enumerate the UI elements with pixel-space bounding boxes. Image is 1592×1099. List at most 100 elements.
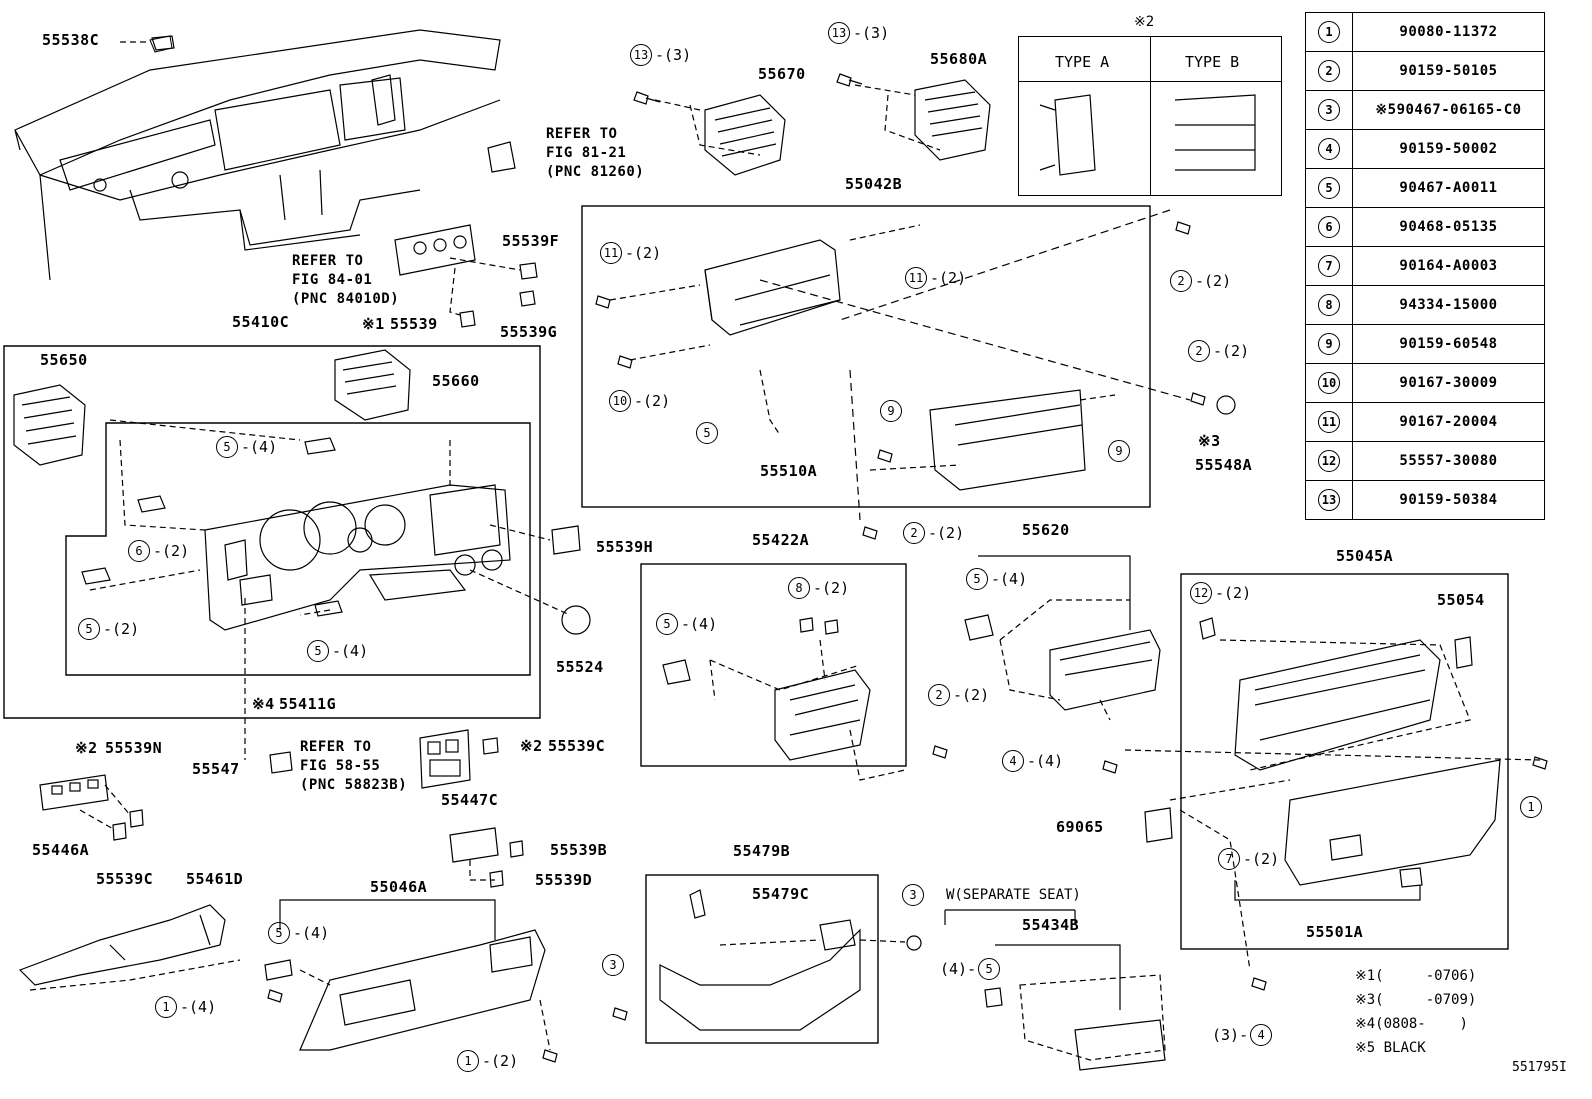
circled-number-icon: 2 [928, 684, 950, 706]
footnote-5: ※5 BLACK [1355, 1040, 1426, 1056]
callout-quantity: -(2) [1213, 342, 1250, 360]
legend-ref-number: 5 [1305, 168, 1353, 208]
part-label-55539h: 55539H [596, 538, 654, 556]
circled-number-icon: 3 [1318, 99, 1340, 121]
part-label-55054: 55054 [1437, 591, 1485, 609]
part-label-55539b: 55539B [550, 841, 608, 859]
part-label-55510a: 55510A [760, 462, 818, 480]
legend-part-number: 94334-15000 [1352, 285, 1545, 325]
circled-number-icon: 5 [696, 422, 718, 444]
fastener-callout: 12-(2) [1190, 580, 1251, 606]
callout-quantity: -(2) [625, 244, 662, 262]
circled-number-icon: 10 [1318, 372, 1340, 394]
fastener-callout: 5 [696, 420, 718, 446]
circled-number-icon: 13 [1318, 489, 1340, 511]
fastener-callout: 9 [880, 398, 902, 424]
fastener-callout: 2-(2) [928, 682, 989, 708]
part-label-55650: 55650 [40, 351, 88, 369]
fastener-callout: 13-(3) [630, 42, 691, 68]
callout-quantity: -(2) [930, 269, 967, 287]
callout-quantity: -(2) [482, 1052, 519, 1070]
fastener-callout: 5-(4) [216, 434, 277, 460]
circled-number-icon: 11 [905, 267, 927, 289]
part-label-55422a: 55422A [752, 531, 810, 549]
circled-number-icon: 6 [128, 540, 150, 562]
type-header-row [1019, 37, 1281, 82]
legend-part-number: 90159-50384 [1352, 480, 1545, 520]
circled-number-icon: 1 [1520, 796, 1542, 818]
part-label-55410c: 55410C [232, 313, 290, 331]
footnote-4: ※4(0808- ) [1355, 1016, 1468, 1032]
legend-part-number: 90159-50105 [1352, 51, 1545, 91]
fastener-callout: 11-(2) [905, 265, 966, 291]
circled-number-icon: 1 [155, 996, 177, 1018]
fastener-callout: 1-(4) [155, 994, 216, 1020]
circled-number-icon: 1 [1318, 21, 1340, 43]
figure-id: 551795I [1512, 1060, 1567, 1075]
fastener-callout: 5-(4) [656, 611, 717, 637]
fastener-callout: 13-(3) [828, 20, 889, 46]
part-label-55539n-mark: ※2 [75, 739, 98, 757]
part-label-55411g: 55411G [279, 695, 337, 713]
fastener-callout: 9 [1108, 438, 1130, 464]
legend-ref-number: 3 [1305, 90, 1353, 130]
part-label-55524: 55524 [556, 658, 604, 676]
legend-ref-number: 1 [1305, 12, 1353, 52]
type-comparison-box: TYPE A TYPE B [1018, 36, 1282, 196]
legend-row: 13 90159-50384 [1305, 480, 1545, 520]
callout-quantity: -(4) [332, 642, 369, 660]
part-label-55045a: 55045A [1336, 547, 1394, 565]
circled-number-icon: 5 [216, 436, 238, 458]
callout-quantity: -(2) [1195, 272, 1232, 290]
callout-quantity: -(3) [853, 24, 890, 42]
callout-quantity: -(2) [813, 579, 850, 597]
callout-quantity: -(4) [241, 438, 278, 456]
legend-row: 10 90167-30009 [1305, 363, 1545, 403]
footnote-3: ※3( -0709) [1355, 992, 1477, 1008]
fastener-callout: 2-(2) [1170, 268, 1231, 294]
part-label-55042b: 55042B [845, 175, 903, 193]
callout-quantity: -(2) [103, 620, 140, 638]
type-box-mark: ※2 [1134, 14, 1155, 30]
legend-row: 1 90080-11372 [1305, 12, 1545, 52]
legend-part-number: 90167-20004 [1352, 402, 1545, 442]
type-b-label: TYPE B [1185, 53, 1240, 71]
callout-quantity: -(2) [1215, 584, 1252, 602]
callout-prefix: (4)- [940, 960, 977, 978]
reference-note-fig-58-55: REFER TO FIG 58-55 (PNC 58823B) [300, 739, 408, 793]
legend-part-number: 90167-30009 [1352, 363, 1545, 403]
legend-ref-number: 12 [1305, 441, 1353, 481]
circled-number-icon: 10 [609, 390, 631, 412]
circled-number-icon: 7 [1218, 848, 1240, 870]
part-label-55434b: 55434B [1022, 916, 1080, 934]
circled-number-icon: 5 [966, 568, 988, 590]
legend-ref-number: 6 [1305, 207, 1353, 247]
circled-number-icon: 7 [1318, 255, 1340, 277]
part-label-55501a: 55501A [1306, 923, 1364, 941]
part-label-55479c: 55479C [752, 885, 810, 903]
part-label-55620: 55620 [1022, 521, 1070, 539]
callout-quantity: -(4) [681, 615, 718, 633]
fastener-callout: 5-(2) [78, 616, 139, 642]
part-label-55479b: 55479B [733, 842, 791, 860]
part-label-55539g: 55539G [500, 323, 558, 341]
circled-number-icon: 5 [78, 618, 100, 640]
part-label-55538c: 55538C [42, 31, 100, 49]
legend-part-number: 90080-11372 [1352, 12, 1545, 52]
legend-ref-number: 11 [1305, 402, 1353, 442]
part-label-55461d: 55461D [186, 870, 244, 888]
part-label-55547: 55547 [192, 760, 240, 778]
part-label-55539c-top: 55539C [548, 737, 606, 755]
fastener-callout: 3 [902, 882, 924, 908]
callout-quantity: -(2) [153, 542, 190, 560]
fastener-callout: 11-(2) [600, 240, 661, 266]
type-a-label: TYPE A [1055, 53, 1110, 71]
